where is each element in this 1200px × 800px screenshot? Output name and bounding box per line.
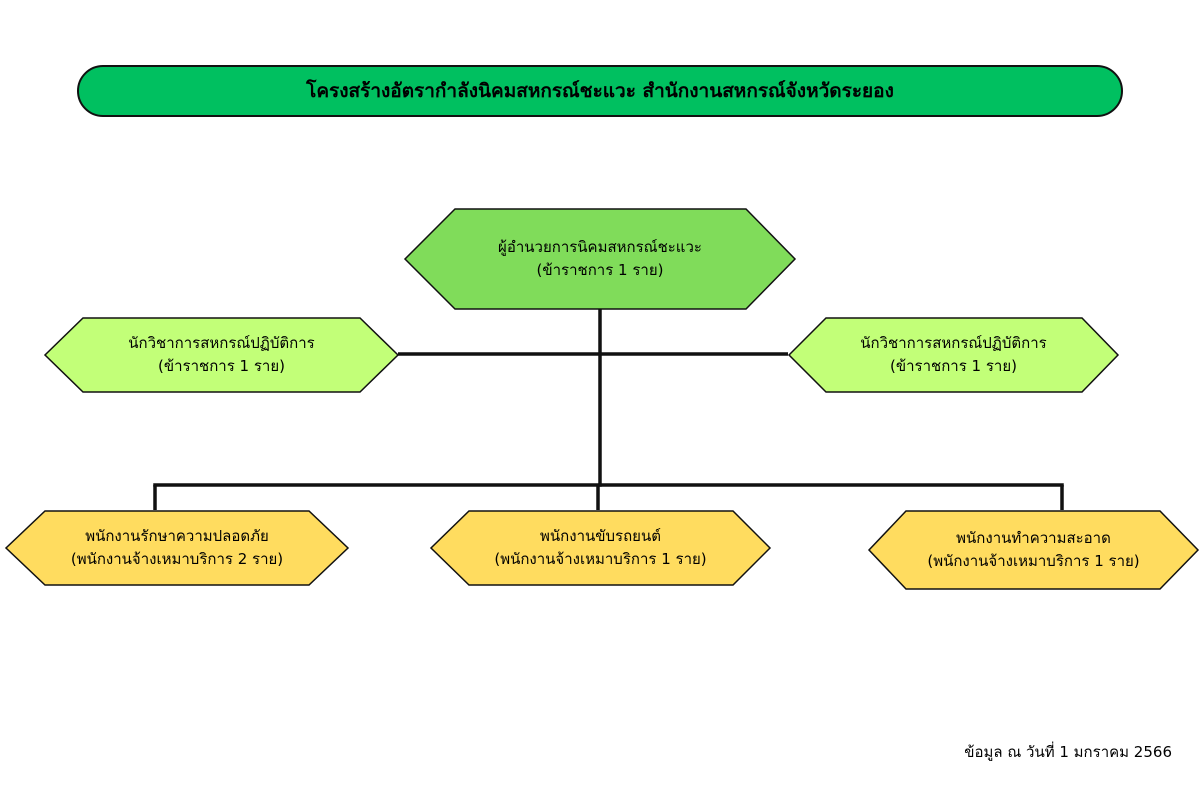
node-staff-security-detail: (พนักงานจ้างเหมาบริการ 2 ราย) [70, 550, 284, 568]
node-director-shape [403, 208, 797, 310]
node-staff-security-title: พนักงานรักษาความปลอดภัย [85, 526, 269, 545]
node-specialist-left-detail: (ข้าราชการ 1 ราย) [158, 357, 285, 375]
node-staff-cleaner-shape [867, 510, 1200, 590]
node-staff-cleaner-detail: (พนักงานจ้างเหมาบริการ 1 ราย) [927, 552, 1140, 570]
node-specialist-left: นักวิชาการสหกรณ์ปฏิบัติการ (ข้าราชการ 1 … [45, 318, 398, 392]
title-banner: โครงสร้างอัตรากำลังนิคมสหกรณ์ชะแวะ สำนัก… [77, 65, 1123, 117]
node-director-title: ผู้อำนวยการนิคมสหกรณ์ชะแวะ [498, 237, 702, 256]
node-staff-security-shape [4, 510, 350, 586]
node-specialist-right-title: นักวิชาการสหกรณ์ปฏิบัติการ [860, 333, 1047, 352]
node-specialist-right: นักวิชาการสหกรณ์ปฏิบัติการ (ข้าราชการ 1 … [789, 318, 1118, 392]
node-specialist-right-detail: (ข้าราชการ 1 ราย) [890, 357, 1017, 375]
node-staff-driver-shape [429, 510, 772, 586]
data-date-note: ข้อมูล ณ วันที่ 1 มกราคม 2566 [964, 743, 1172, 761]
node-director: ผู้อำนวยการนิคมสหกรณ์ชะแวะ (ข้าราชการ 1 … [405, 209, 795, 309]
node-staff-driver-title: พนักงานขับรถยนต์ [540, 526, 661, 545]
node-staff-cleaner-title: พนักงานทำความสะอาด [956, 528, 1111, 547]
node-staff-driver: พนักงานขับรถยนต์ (พนักงานจ้างเหมาบริการ … [431, 511, 770, 585]
node-specialist-right-shape [787, 317, 1120, 393]
node-specialist-left-shape [43, 317, 400, 393]
diagram-title: โครงสร้างอัตรากำลังนิคมสหกรณ์ชะแวะ สำนัก… [306, 80, 894, 102]
node-staff-security: พนักงานรักษาความปลอดภัย (พนักงานจ้างเหมา… [6, 511, 348, 585]
node-specialist-left-title: นักวิชาการสหกรณ์ปฏิบัติการ [128, 333, 315, 352]
node-staff-driver-detail: (พนักงานจ้างเหมาบริการ 1 ราย) [494, 550, 707, 568]
node-director-detail: (ข้าราชการ 1 ราย) [536, 261, 664, 279]
node-staff-cleaner: พนักงานทำความสะอาด (พนักงานจ้างเหมาบริกา… [869, 511, 1198, 589]
